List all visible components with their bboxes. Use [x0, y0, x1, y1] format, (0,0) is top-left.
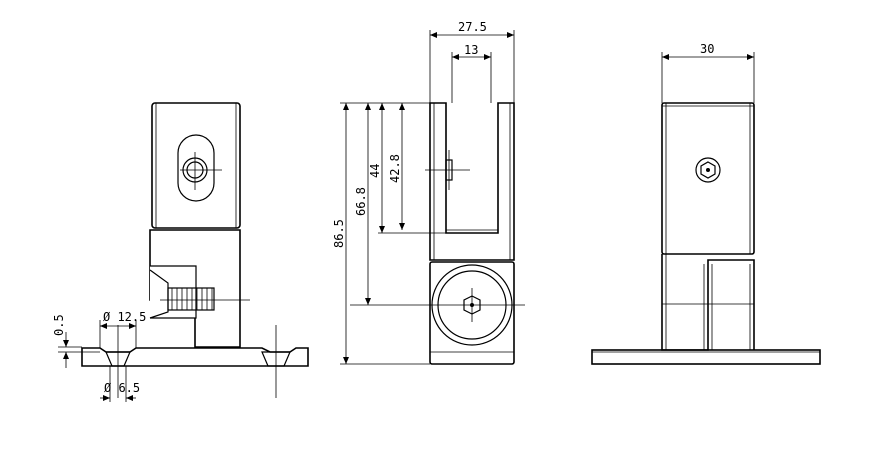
- base-plate-section: [81, 347, 309, 367]
- side-screw-outer: [695, 157, 721, 183]
- lower-post: [429, 261, 515, 365]
- dim-counterbore: Ø 12.5: [103, 310, 146, 324]
- dim-side-width-30: 30: [700, 42, 714, 56]
- side-upper-block: [661, 102, 755, 255]
- dim-slot-13: 13: [464, 43, 478, 57]
- dim-height-86-5: 86.5: [332, 219, 346, 248]
- dim-height-44: 44: [368, 164, 382, 178]
- thread-lines: [171, 288, 213, 310]
- front-view: 27.5 13 86.5 66.8 44 42.8: [332, 20, 525, 365]
- dim-height-66-8: 66.8: [354, 187, 368, 216]
- countersink-left: [105, 351, 131, 367]
- dim-offset: 0.5: [52, 314, 66, 336]
- dim-width-27-5: 27.5: [458, 20, 487, 34]
- u-clamp: [429, 102, 515, 261]
- dim-height-42-8: 42.8: [388, 154, 402, 183]
- countersink-right: [261, 351, 291, 367]
- dim-hole: Ø 6.5: [104, 381, 140, 395]
- section-view: Ø 12.5 Ø 6.5 0.5: [52, 102, 309, 402]
- side-screw-hex: [700, 161, 716, 179]
- side-lower-body: [661, 254, 755, 351]
- bolt-thread: [167, 287, 215, 311]
- side-view: 30: [591, 42, 821, 365]
- side-base-plate: [591, 349, 821, 365]
- section-upper-block: [151, 102, 241, 229]
- slot-hole: [177, 134, 215, 202]
